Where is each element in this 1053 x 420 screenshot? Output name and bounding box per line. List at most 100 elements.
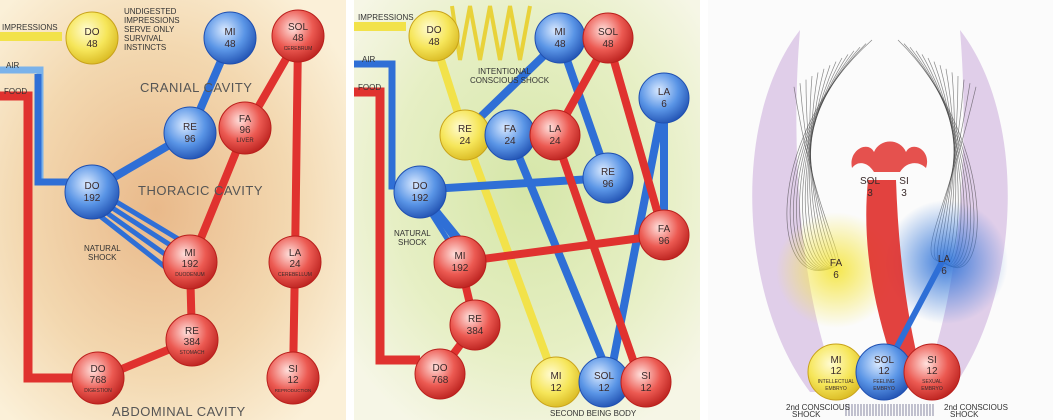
svg-text:SI: SI: [927, 355, 936, 366]
node-fa-24: FA 24: [485, 110, 535, 160]
node-re-384: RE 384 STOMACH: [166, 314, 218, 366]
svg-text:MI: MI: [554, 27, 565, 38]
svg-text:192: 192: [182, 259, 199, 270]
svg-text:MI: MI: [830, 355, 841, 366]
svg-text:48: 48: [86, 39, 98, 50]
svg-text:768: 768: [432, 375, 449, 386]
svg-text:INTELLECTUAL: INTELLECTUAL: [818, 379, 855, 385]
node-mi-48: MI 48: [204, 12, 256, 64]
svg-text:DO: DO: [85, 181, 100, 192]
svg-text:48: 48: [602, 39, 614, 50]
svg-text:24: 24: [289, 259, 301, 270]
svg-text:12: 12: [640, 383, 652, 394]
svg-text:96: 96: [184, 134, 196, 145]
svg-text:REPRODUCTION: REPRODUCTION: [275, 388, 312, 393]
node-la-24: LA 24: [530, 110, 580, 160]
svg-text:48: 48: [292, 33, 304, 44]
svg-text:12: 12: [287, 375, 299, 386]
svg-text:24: 24: [459, 136, 471, 147]
second-being-body-label: SECOND BEING BODY: [550, 409, 637, 418]
node-do-48: DO 48: [409, 11, 459, 61]
svg-text:LA: LA: [938, 254, 951, 265]
node-la-6: LA 6: [639, 73, 689, 123]
natural-shock-label-2-2: SHOCK: [398, 238, 427, 247]
svg-text:DO: DO: [433, 363, 448, 374]
node-mi-12: MI 12: [531, 357, 581, 407]
svg-text:12: 12: [550, 383, 562, 394]
svg-text:SI: SI: [288, 364, 297, 375]
svg-text:RE: RE: [458, 124, 472, 135]
node-mi-192: MI 192: [434, 236, 486, 288]
svg-text:6: 6: [661, 99, 667, 110]
abdominal-cavity-label: ABDOMINAL CAVITY: [112, 404, 246, 419]
svg-text:DUODENUM: DUODENUM: [175, 272, 204, 278]
svg-text:SI: SI: [899, 176, 908, 187]
natural-shock-label-2: SHOCK: [88, 253, 117, 262]
second-shock-left-2: SHOCK: [792, 410, 821, 419]
svg-text:12: 12: [878, 366, 890, 377]
svg-text:CEREBELLUM: CEREBELLUM: [278, 272, 312, 278]
node-do-768: DO 768: [415, 349, 465, 399]
svg-text:12: 12: [830, 366, 842, 377]
svg-text:192: 192: [412, 193, 429, 204]
svg-text:DO: DO: [427, 25, 442, 36]
node-do-768: DO 768 DIGESTION: [72, 352, 124, 404]
svg-text:384: 384: [467, 326, 484, 337]
svg-text:MI: MI: [224, 27, 235, 38]
svg-text:MI: MI: [550, 371, 561, 382]
svg-text:FA: FA: [658, 224, 671, 235]
svg-text:192: 192: [84, 193, 101, 204]
svg-text:96: 96: [658, 236, 670, 247]
node-sol-48: SOL 48 CEREBRUM: [272, 10, 324, 62]
svg-text:SERVE ONLY: SERVE ONLY: [124, 25, 175, 34]
svg-text:3: 3: [867, 188, 873, 199]
panel-second-body: IMPRESSIONS AIR FOOD INTENTIONAL CONSCIO…: [354, 0, 700, 420]
svg-text:RE: RE: [468, 314, 482, 325]
svg-text:SOL: SOL: [860, 176, 880, 187]
intentional-shock-label-1: INTENTIONAL: [478, 67, 531, 76]
node-re-24: RE 24: [440, 110, 490, 160]
intentional-shock-label-2: CONSCIOUS SHOCK: [470, 76, 550, 85]
svg-text:384: 384: [184, 337, 201, 348]
node-mi-48: MI 48: [535, 13, 585, 63]
svg-text:12: 12: [598, 383, 610, 394]
node-do-192: DO 192: [65, 165, 119, 219]
svg-text:STOMACH: STOMACH: [180, 350, 205, 356]
node-si-12: SI 12 REPRODUCTION: [267, 352, 319, 404]
second-shock-right-2: SHOCK: [950, 410, 979, 419]
node-fa-96: FA 96 LIVER: [219, 102, 271, 154]
svg-text:DO: DO: [85, 27, 100, 38]
svg-text:DO: DO: [413, 181, 428, 192]
node-sol-48: SOL 48: [583, 13, 633, 63]
svg-text:EMBRYO: EMBRYO: [921, 386, 943, 392]
air-label-2: AIR: [362, 55, 376, 64]
svg-text:RE: RE: [183, 122, 197, 133]
cranial-cavity-label: CRANIAL CAVITY: [140, 80, 252, 95]
svg-text:RE: RE: [185, 326, 199, 337]
svg-text:CEREBRUM: CEREBRUM: [284, 46, 313, 52]
svg-text:SEXUAL: SEXUAL: [922, 379, 942, 385]
impressions-label: IMPRESSIONS: [2, 23, 58, 32]
svg-text:EMBRYO: EMBRYO: [825, 386, 847, 392]
svg-text:SOL: SOL: [598, 27, 618, 38]
svg-text:FEELING: FEELING: [873, 379, 895, 385]
svg-text:MI: MI: [184, 248, 195, 259]
svg-text:48: 48: [428, 37, 440, 48]
svg-text:RE: RE: [601, 167, 615, 178]
node-re-96: RE 96: [583, 153, 633, 203]
svg-text:96: 96: [239, 125, 251, 136]
node-re-384: RE 384: [450, 300, 500, 350]
natural-shock-label-1: NATURAL: [84, 244, 121, 253]
svg-text:UNDIGESTED: UNDIGESTED: [124, 7, 177, 16]
svg-text:12: 12: [926, 366, 938, 377]
svg-text:6: 6: [941, 266, 947, 277]
panel-digestion: IMPRESSIONS AIR FOOD UNDIGESTED IMPRESSI…: [0, 0, 346, 420]
svg-text:MI: MI: [454, 251, 465, 262]
svg-text:SOL: SOL: [874, 355, 894, 366]
svg-text:FA: FA: [504, 124, 517, 135]
svg-text:IMPRESSIONS: IMPRESSIONS: [124, 16, 180, 25]
svg-text:6: 6: [833, 270, 839, 281]
svg-text:EMBRYO: EMBRYO: [873, 386, 895, 392]
node-la-24: LA 24 CEREBELLUM: [269, 236, 321, 288]
